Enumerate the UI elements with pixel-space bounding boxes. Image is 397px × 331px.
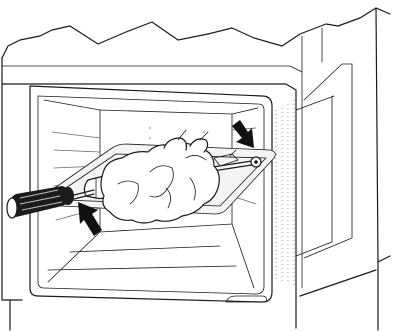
- arrow-icon: [232, 120, 254, 148]
- depth-dots: [276, 100, 294, 286]
